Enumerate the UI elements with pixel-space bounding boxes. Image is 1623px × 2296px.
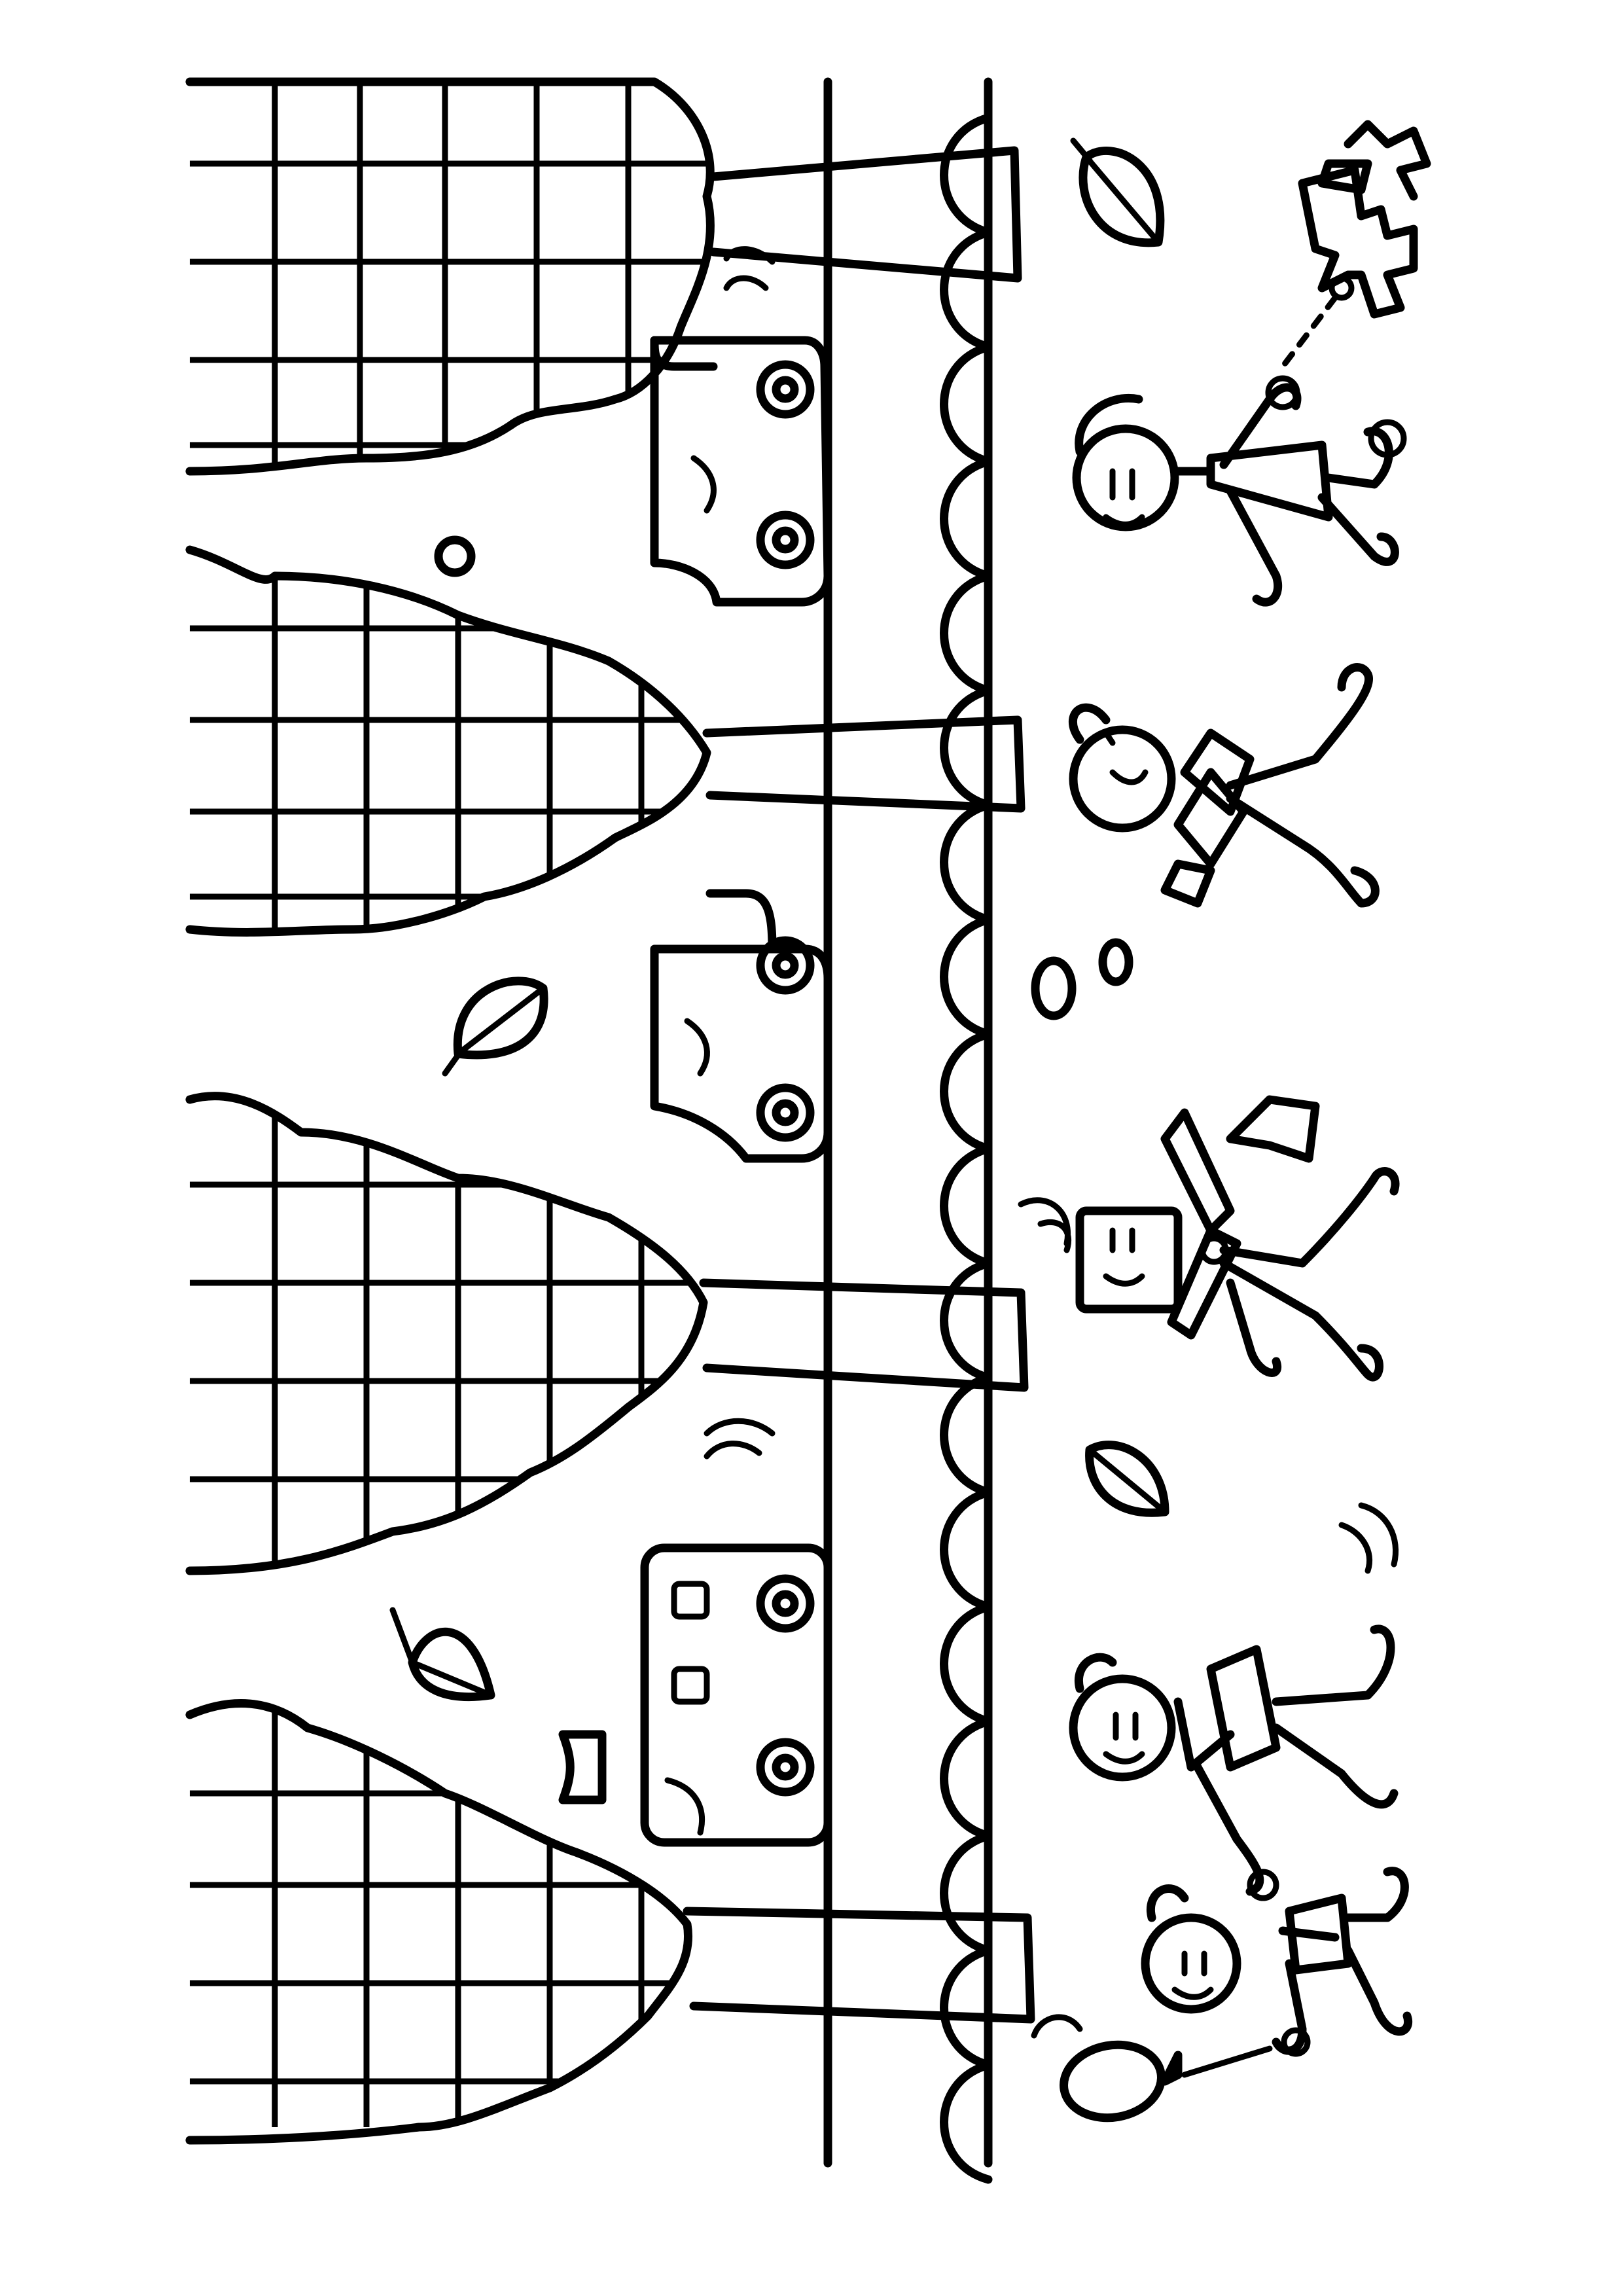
robot-box (1226, 1095, 1320, 1163)
car-1-wheel-2 (756, 511, 815, 569)
motion-lines (1018, 1197, 1072, 1253)
tree-1 (185, 77, 1022, 476)
balloon (1060, 2040, 1166, 2123)
car-1-wheel-1 (756, 360, 815, 419)
child-1-dress (1206, 440, 1333, 522)
child-2-head (1069, 725, 1176, 833)
robot-head (1075, 1206, 1183, 1314)
child-running (1069, 1502, 1399, 1901)
tree-2 (185, 545, 1026, 937)
tree-1-canopy (185, 77, 715, 476)
motion-lines (704, 1418, 776, 1460)
robot-leg-2 (1219, 1259, 1383, 1382)
child-2-leg-1 (1226, 663, 1373, 790)
leaf-1 (1070, 137, 1165, 247)
balloon-string (1181, 2045, 1273, 2078)
tree-3 (185, 1092, 1029, 1575)
scalloped-curb (940, 113, 993, 2184)
tree-4 (185, 1699, 1035, 2145)
child-1-arm-2 (1226, 486, 1283, 607)
child-5-dress (1285, 1893, 1353, 1975)
child-with-dog (1072, 375, 1407, 607)
child-4-head (1069, 1674, 1176, 1782)
child-2-pencil (1160, 859, 1215, 908)
bus-window-2 (671, 1666, 710, 1705)
motion-lines (1031, 2014, 1083, 2039)
child-5-head (1141, 1913, 1241, 2014)
tree-2-canopy (185, 545, 711, 937)
tree-3-trunk (699, 1278, 1029, 1392)
robot-child (1018, 1095, 1400, 1382)
bubble-1 (1031, 956, 1077, 1020)
leaf-3 (1085, 1441, 1169, 1517)
tree-4-canopy (185, 1699, 692, 2145)
leash-ring (1329, 275, 1355, 301)
dog-icon (1298, 166, 1418, 319)
robot-leg-1 (1219, 1167, 1400, 1268)
motion-lines (723, 246, 776, 291)
tree-4-trunk (683, 1907, 1035, 2024)
robot-arm (1226, 1278, 1282, 1377)
leaf-2 (442, 977, 548, 1077)
bus-window-1 (671, 1581, 710, 1620)
child-5-arm (1272, 1959, 1307, 2055)
child-1-leg-1 (1324, 427, 1393, 489)
tree-1-trunk (709, 146, 1022, 283)
car-2 (650, 889, 832, 1163)
car-2-wheel-1 (756, 936, 815, 995)
child-4-leg-1 (1272, 1624, 1395, 1706)
bus-wheel-1 (756, 1574, 815, 1633)
robot-flag-2 (1167, 1226, 1241, 1340)
child-1-leg-2 (1317, 493, 1399, 566)
tree-2-trunk (702, 715, 1026, 813)
child-1-head (1072, 424, 1179, 531)
ball-small (434, 535, 476, 577)
car-1 (650, 246, 832, 607)
motion-lines (1338, 1502, 1399, 1574)
child-2-bow (1180, 728, 1255, 816)
child-5-leg-1 (1344, 1867, 1409, 1922)
bus-wheel-2 (756, 1738, 815, 1797)
child-with-balloon (1031, 1867, 1412, 2123)
road (823, 77, 993, 2184)
robot-flag-1 (1160, 1108, 1235, 1235)
child-4-dress (1206, 1645, 1281, 1772)
child-5-leg-2 (1344, 1946, 1412, 2036)
child-2-leg-2 (1226, 794, 1380, 908)
bubble-2 (1098, 938, 1133, 986)
leaf-4 (389, 1607, 495, 1702)
tree-3-canopy (185, 1092, 708, 1575)
child-with-bow (1068, 663, 1380, 908)
bus-sign (558, 1730, 607, 1804)
dog (1279, 120, 1431, 370)
car-2-wheel-2 (756, 1083, 815, 1142)
leash (1279, 295, 1338, 370)
bus (558, 1418, 832, 1847)
child-4-leg-2 (1272, 1723, 1399, 1809)
